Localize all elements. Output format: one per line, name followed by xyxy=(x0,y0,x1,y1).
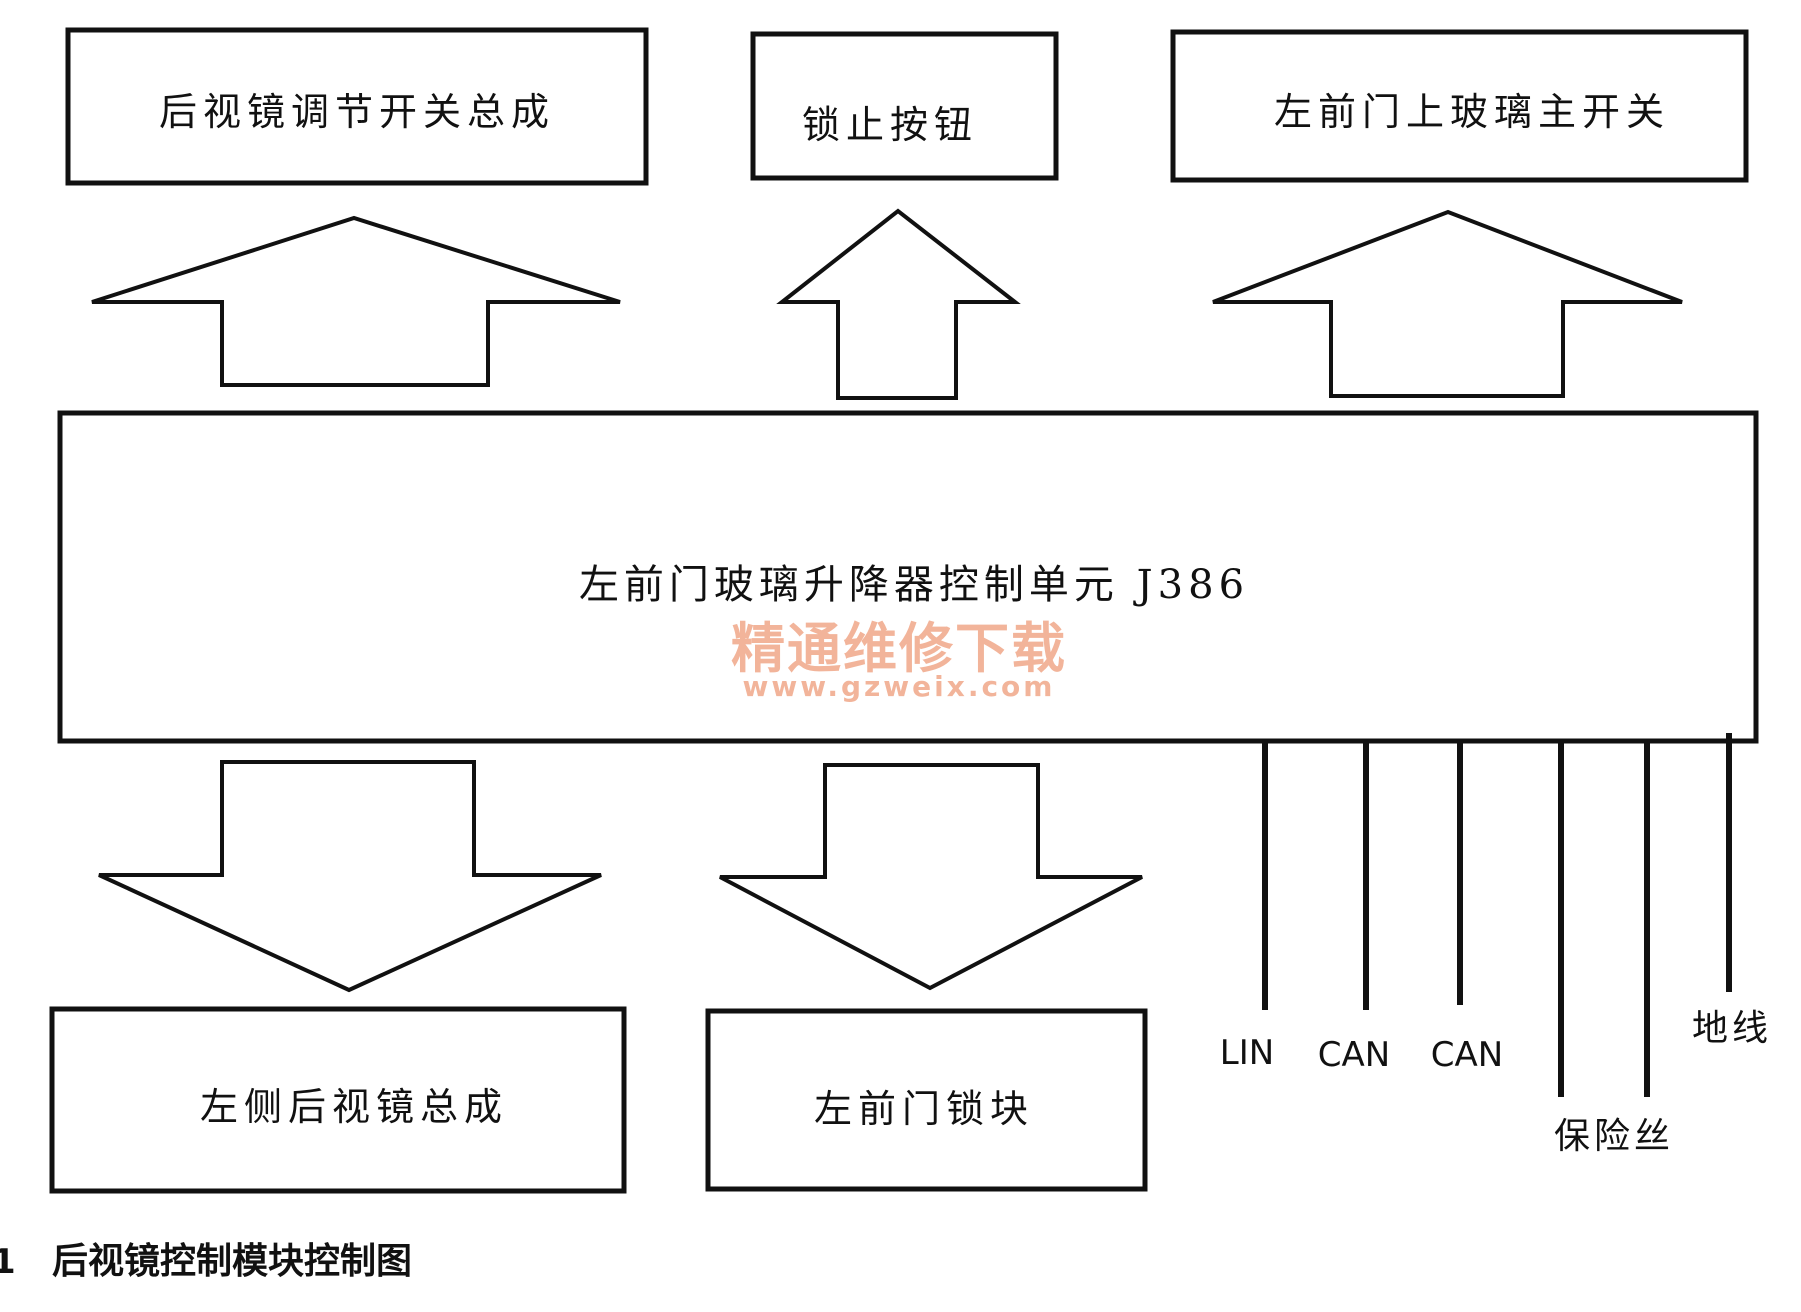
window-master-switch-box xyxy=(1170,29,1749,183)
caption-text: 后视镜控制模块控制图 xyxy=(52,1241,412,1282)
left-mirror-box xyxy=(49,1006,627,1194)
up-arrow-lock-button xyxy=(776,208,1021,400)
wire-label-lin: LIN xyxy=(1220,1033,1274,1073)
control-unit-label: 左前门玻璃升降器控制单元 J386 xyxy=(579,562,1249,608)
left-mirror-block: 左侧后视镜总成 xyxy=(49,1006,627,1194)
watermark-url: www.gzweix.com xyxy=(743,670,1056,703)
lock-button-label: 锁止按钮 xyxy=(802,103,978,147)
up-arrow-mirror-switch xyxy=(91,215,621,387)
mirror-switch-block: 后视镜调节开关总成 xyxy=(65,27,649,186)
window-master-switch-label: 左前门上玻璃主开关 xyxy=(1274,90,1670,134)
mirror-switch-label: 后视镜调节开关总成 xyxy=(159,90,555,134)
wire-label-can-2: CAN xyxy=(1431,1035,1503,1075)
down-arrow-door-lock xyxy=(719,763,1143,991)
lock-button-block: 锁止按钮 xyxy=(750,31,1059,181)
control-unit-box xyxy=(57,410,1759,744)
wire-label-can-1: CAN xyxy=(1318,1035,1390,1075)
door-lock-block: 左前门锁块 xyxy=(705,1008,1148,1192)
mirror-switch-box xyxy=(65,27,649,186)
up-arrow-window-switch xyxy=(1212,209,1683,398)
wire-label-ground: 地线 xyxy=(1692,1008,1772,1049)
door-lock-box xyxy=(705,1008,1148,1192)
control-unit-block: 左前门玻璃升降器控制单元 J386 xyxy=(57,410,1759,744)
wire-label-fuse: 保险丝 xyxy=(1554,1116,1674,1157)
caption-number: 1 xyxy=(0,1242,16,1282)
door-lock-label: 左前门锁块 xyxy=(814,1087,1034,1131)
down-arrow-left-mirror xyxy=(98,760,602,993)
left-mirror-label: 左侧后视镜总成 xyxy=(200,1085,508,1129)
lock-button-box xyxy=(750,31,1059,181)
watermark-title: 精通维修下载 xyxy=(731,617,1067,680)
window-master-switch-block: 左前门上玻璃主开关 xyxy=(1170,29,1749,183)
